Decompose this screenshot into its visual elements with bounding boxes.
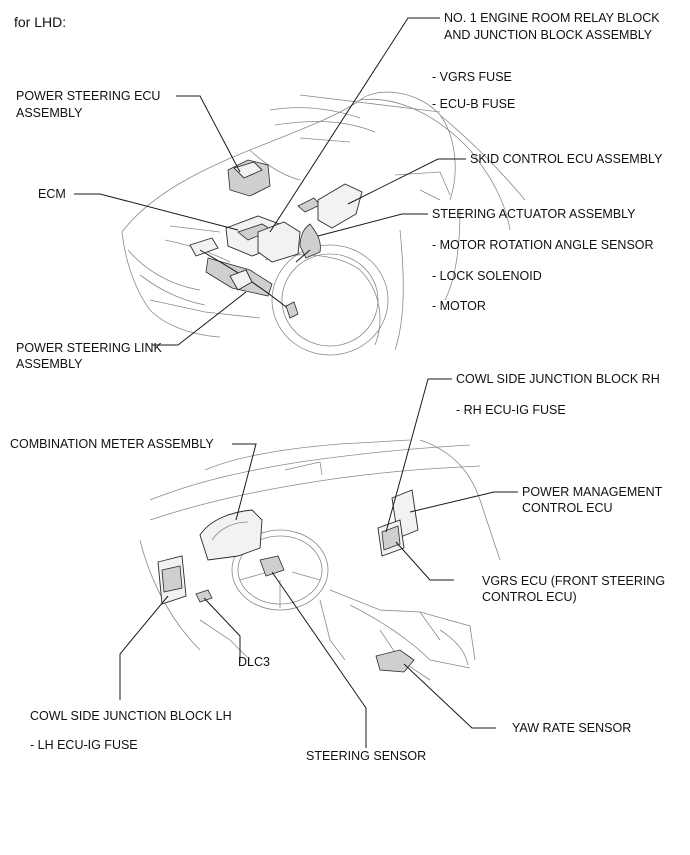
- label-ecu-b-fuse: - ECU-B FUSE: [432, 97, 516, 111]
- label-skid-control: SKID CONTROL ECU ASSEMBLY: [470, 152, 663, 166]
- label-vgrs-ecu-line2: CONTROL ECU): [482, 590, 577, 604]
- label-lock-solenoid: - LOCK SOLENOID: [432, 269, 542, 283]
- label-power-mgmt-line2: CONTROL ECU: [522, 501, 613, 515]
- top-leader-lines: [74, 17, 466, 346]
- label-steering-actuator: STEERING ACTUATOR ASSEMBLY: [432, 207, 636, 221]
- label-relay-block-line2: AND JUNCTION BLOCK ASSEMBLY: [444, 28, 653, 42]
- label-yaw-rate-sensor: YAW RATE SENSOR: [512, 721, 632, 735]
- label-motor-rotation-sensor: - MOTOR ROTATION ANGLE SENSOR: [432, 238, 654, 252]
- label-steering-sensor: STEERING SENSOR: [306, 749, 427, 763]
- label-vgrs-fuse: - VGRS FUSE: [432, 70, 512, 84]
- label-dlc3: DLC3: [238, 655, 270, 669]
- dashboard-drawing: [139, 439, 501, 681]
- label-lh-ecu-ig-fuse: - LH ECU-IG FUSE: [30, 738, 138, 752]
- label-motor: - MOTOR: [432, 299, 486, 313]
- label-combination-meter: COMBINATION METER ASSEMBLY: [10, 437, 214, 451]
- label-cowl-rh: COWL SIDE JUNCTION BLOCK RH: [456, 372, 660, 386]
- page-header: for LHD:: [14, 14, 67, 30]
- label-ps-link-line1: POWER STEERING LINK: [16, 341, 162, 355]
- bottom-leader-lines: [119, 378, 518, 748]
- label-ps-link-line2: ASSEMBLY: [16, 357, 83, 371]
- label-cowl-lh: COWL SIDE JUNCTION BLOCK LH: [30, 709, 232, 723]
- label-ecm: ECM: [38, 187, 66, 201]
- label-rh-ecu-ig-fuse: - RH ECU-IG FUSE: [456, 403, 566, 417]
- car-body-drawing: [121, 91, 526, 356]
- label-relay-block-line1: NO. 1 ENGINE ROOM RELAY BLOCK: [444, 11, 660, 25]
- label-ps-ecu-line1: POWER STEERING ECU: [16, 89, 161, 103]
- label-power-mgmt-line1: POWER MANAGEMENT: [522, 485, 663, 499]
- label-vgrs-ecu-line1: VGRS ECU (FRONT STEERING: [482, 574, 666, 588]
- label-ps-ecu-line2: ASSEMBLY: [16, 106, 83, 120]
